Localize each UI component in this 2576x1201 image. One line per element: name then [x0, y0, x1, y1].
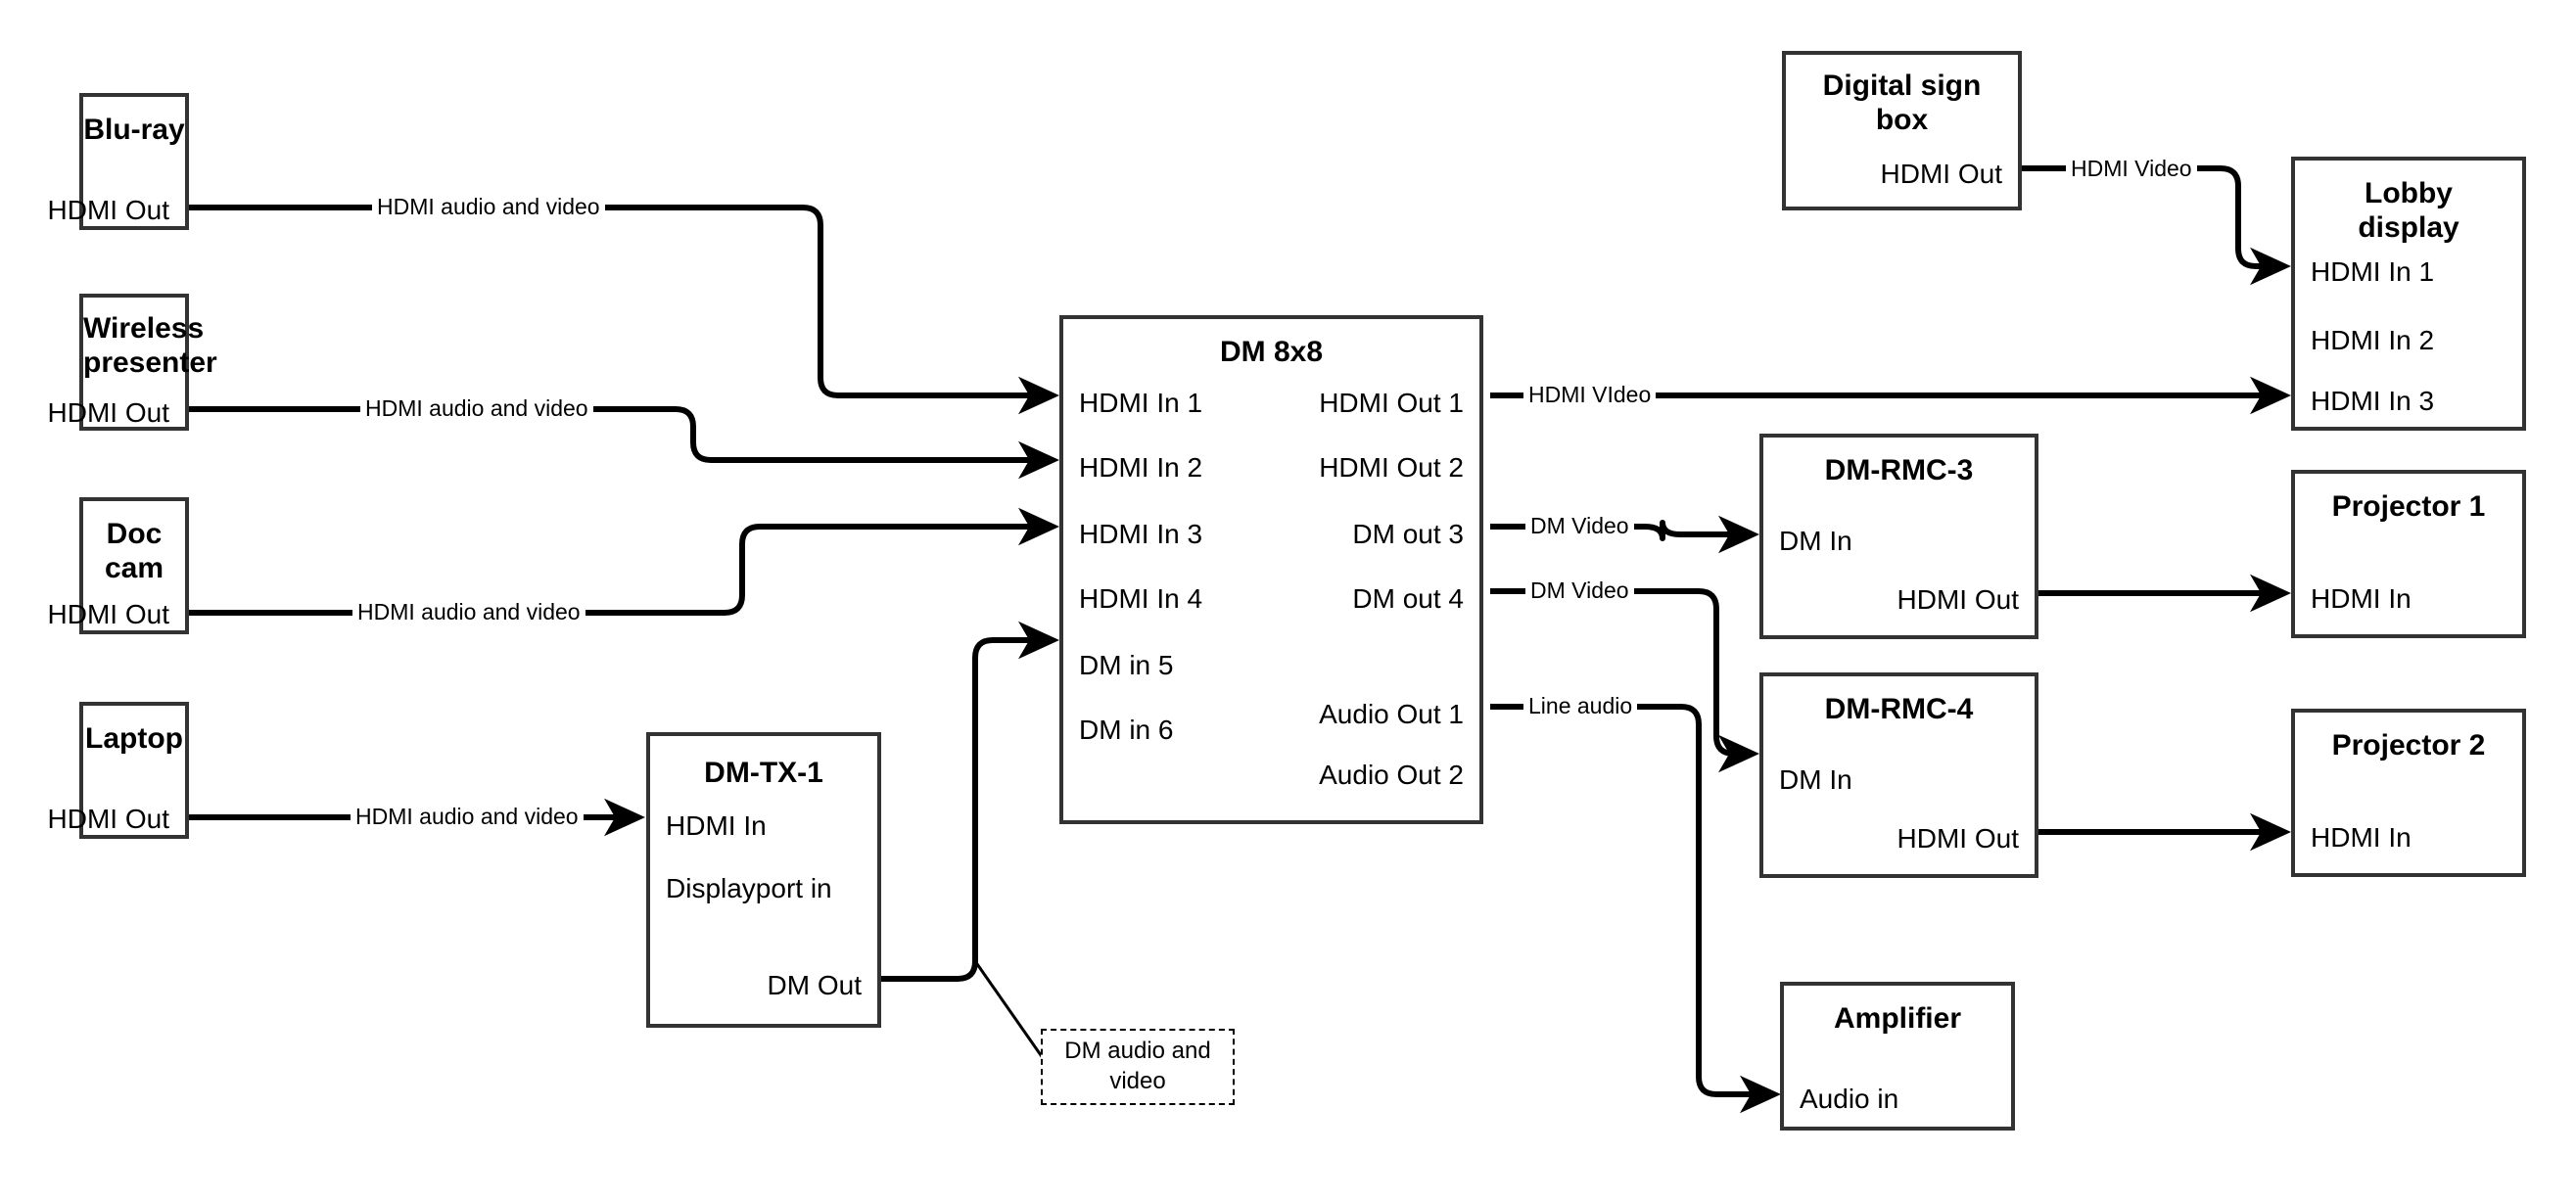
- wire-label-out1-to-lobby: HDMI VIdeo: [1523, 384, 1657, 406]
- port-dm8x8-hdmi-in-3: HDMI In 3: [1079, 519, 1203, 549]
- node-lobby-display[interactable]: Lobby display HDMI In 1 HDMI In 2 HDMI I…: [2291, 157, 2526, 431]
- node-dm-rmc-4-title: DM-RMC-4: [1824, 693, 1974, 725]
- port-rmc3-dm-in: DM In: [1779, 526, 1852, 556]
- node-digital-sign-box[interactable]: Digital sign box HDMI Out: [1782, 51, 2022, 210]
- wire-label-out4-to-rmc4: DM Video: [1525, 579, 1634, 602]
- node-dm-8x8-title: DM 8x8: [1219, 336, 1324, 368]
- node-doc-cam[interactable]: Doc cam HDMI Out: [48, 497, 189, 634]
- port-lobby-hdmi-in-1: HDMI In 1: [2311, 256, 2435, 287]
- wire-label-audio1-to-amp: Line audio: [1523, 695, 1638, 717]
- node-dm-rmc-3-title: DM-RMC-3: [1824, 454, 1974, 486]
- wire-label-bluray-to-in1: HDMI audio and video: [372, 196, 605, 218]
- wire-dm-out-4-to-rmc4: [1490, 588, 1759, 773]
- node-lobby-display-title: Lobby display: [2358, 177, 2459, 245]
- node-digital-sign-box-title: Digital sign box: [1822, 69, 1982, 137]
- port-dm8x8-dm-out-4: DM out 4: [1352, 583, 1464, 614]
- wire-wireless-to-hdmi-in-2: [189, 406, 1059, 480]
- port-rmc4-dm-in: DM In: [1779, 764, 1852, 795]
- port-lobby-hdmi-in-3: HDMI In 3: [2311, 386, 2435, 416]
- callout-dm-audio-and-video: DM audio and video: [1041, 1029, 1235, 1105]
- port-dm8x8-audio-out-1: Audio Out 1: [1319, 699, 1464, 729]
- node-projector-1-title: Projector 1: [2331, 490, 2486, 523]
- wire-sign-to-lobby-hdmi-in-1: [2022, 165, 2291, 286]
- wire-label-sign-to-lobby: HDMI Video: [2066, 158, 2197, 180]
- node-wireless-presenter[interactable]: Wireless presenter HDMI Out: [48, 294, 217, 431]
- port-rmc3-hdmi-out: HDMI Out: [1897, 584, 2019, 615]
- wire-bluray-to-hdmi-in-1: [189, 205, 1059, 415]
- node-dm-rmc-3[interactable]: DM-RMC-3 DM In HDMI Out: [1759, 434, 2038, 639]
- wire-doccam-to-hdmi-in-3: [189, 507, 1059, 616]
- node-amplifier-title: Amplifier: [1833, 1002, 1962, 1035]
- node-bluray[interactable]: Blu-ray HDMI Out: [48, 93, 189, 230]
- node-laptop[interactable]: Laptop HDMI Out: [48, 702, 189, 839]
- node-projector-2-title: Projector 2: [2331, 729, 2486, 762]
- port-laptop-hdmi-out: HDMI Out: [47, 804, 169, 834]
- wire-audio-out-1-to-amplifier: [1490, 704, 1781, 1114]
- node-laptop-title: Laptop: [85, 722, 183, 755]
- node-doc-cam-title: Doc cam: [104, 518, 164, 585]
- node-projector-1[interactable]: Projector 1 HDMI In: [2291, 470, 2526, 638]
- callout-leader-line: [973, 960, 1050, 1066]
- wire-label-out3-to-rmc3: DM Video: [1525, 515, 1634, 537]
- node-dm-tx-1-title: DM-TX-1: [704, 757, 823, 789]
- port-amplifier-audio-in: Audio in: [1800, 1084, 1899, 1114]
- wire-dmtx1-to-dm-in-5: [881, 621, 1059, 982]
- port-dm8x8-audio-out-2: Audio Out 2: [1319, 760, 1464, 790]
- port-dmtx1-displayport-in: Displayport in: [666, 873, 832, 903]
- node-amplifier[interactable]: Amplifier Audio in: [1780, 982, 2015, 1131]
- port-bluray-hdmi-out: HDMI Out: [47, 195, 169, 225]
- port-doccam-hdmi-out: HDMI Out: [47, 599, 169, 629]
- node-wireless-presenter-title: Wireless presenter: [83, 312, 217, 380]
- wire-label-doccam-to-in3: HDMI audio and video: [352, 601, 585, 624]
- node-dm-rmc-4[interactable]: DM-RMC-4 DM In HDMI Out: [1759, 672, 2038, 878]
- port-dm8x8-hdmi-out-2: HDMI Out 2: [1319, 452, 1464, 483]
- wire-label-laptop-to-tx1: HDMI audio and video: [351, 806, 584, 828]
- node-projector-2[interactable]: Projector 2 HDMI In: [2291, 709, 2526, 877]
- node-bluray-title: Blu-ray: [83, 114, 185, 146]
- port-dm8x8-hdmi-in-1: HDMI In 1: [1079, 388, 1203, 418]
- port-dm8x8-hdmi-in-2: HDMI In 2: [1079, 452, 1203, 483]
- port-dm8x8-dm-out-3: DM out 3: [1352, 519, 1464, 549]
- port-lobby-hdmi-in-2: HDMI In 2: [2311, 325, 2435, 355]
- node-dm-tx-1[interactable]: DM-TX-1 HDMI In Displayport in DM Out: [646, 732, 881, 1028]
- port-projector2-hdmi-in: HDMI In: [2311, 822, 2412, 853]
- port-dmtx1-dm-out: DM Out: [767, 970, 862, 1000]
- port-dm8x8-hdmi-in-4: HDMI In 4: [1079, 583, 1203, 614]
- port-dm8x8-hdmi-out-1: HDMI Out 1: [1319, 388, 1464, 418]
- port-dm8x8-dm-in-5: DM in 5: [1079, 650, 1174, 680]
- port-dmtx1-hdmi-in: HDMI In: [666, 810, 767, 841]
- port-wireless-hdmi-out: HDMI Out: [47, 397, 169, 428]
- port-rmc4-hdmi-out: HDMI Out: [1897, 823, 2019, 854]
- port-projector1-hdmi-in: HDMI In: [2311, 583, 2412, 614]
- node-dm-8x8[interactable]: DM 8x8 HDMI In 1 HDMI In 2 HDMI In 3 HDM…: [1059, 315, 1483, 824]
- port-digitalsign-hdmi-out: HDMI Out: [1880, 159, 2002, 189]
- port-dm8x8-dm-in-6: DM in 6: [1079, 715, 1174, 745]
- wire-label-wireless-to-in2: HDMI audio and video: [360, 397, 593, 420]
